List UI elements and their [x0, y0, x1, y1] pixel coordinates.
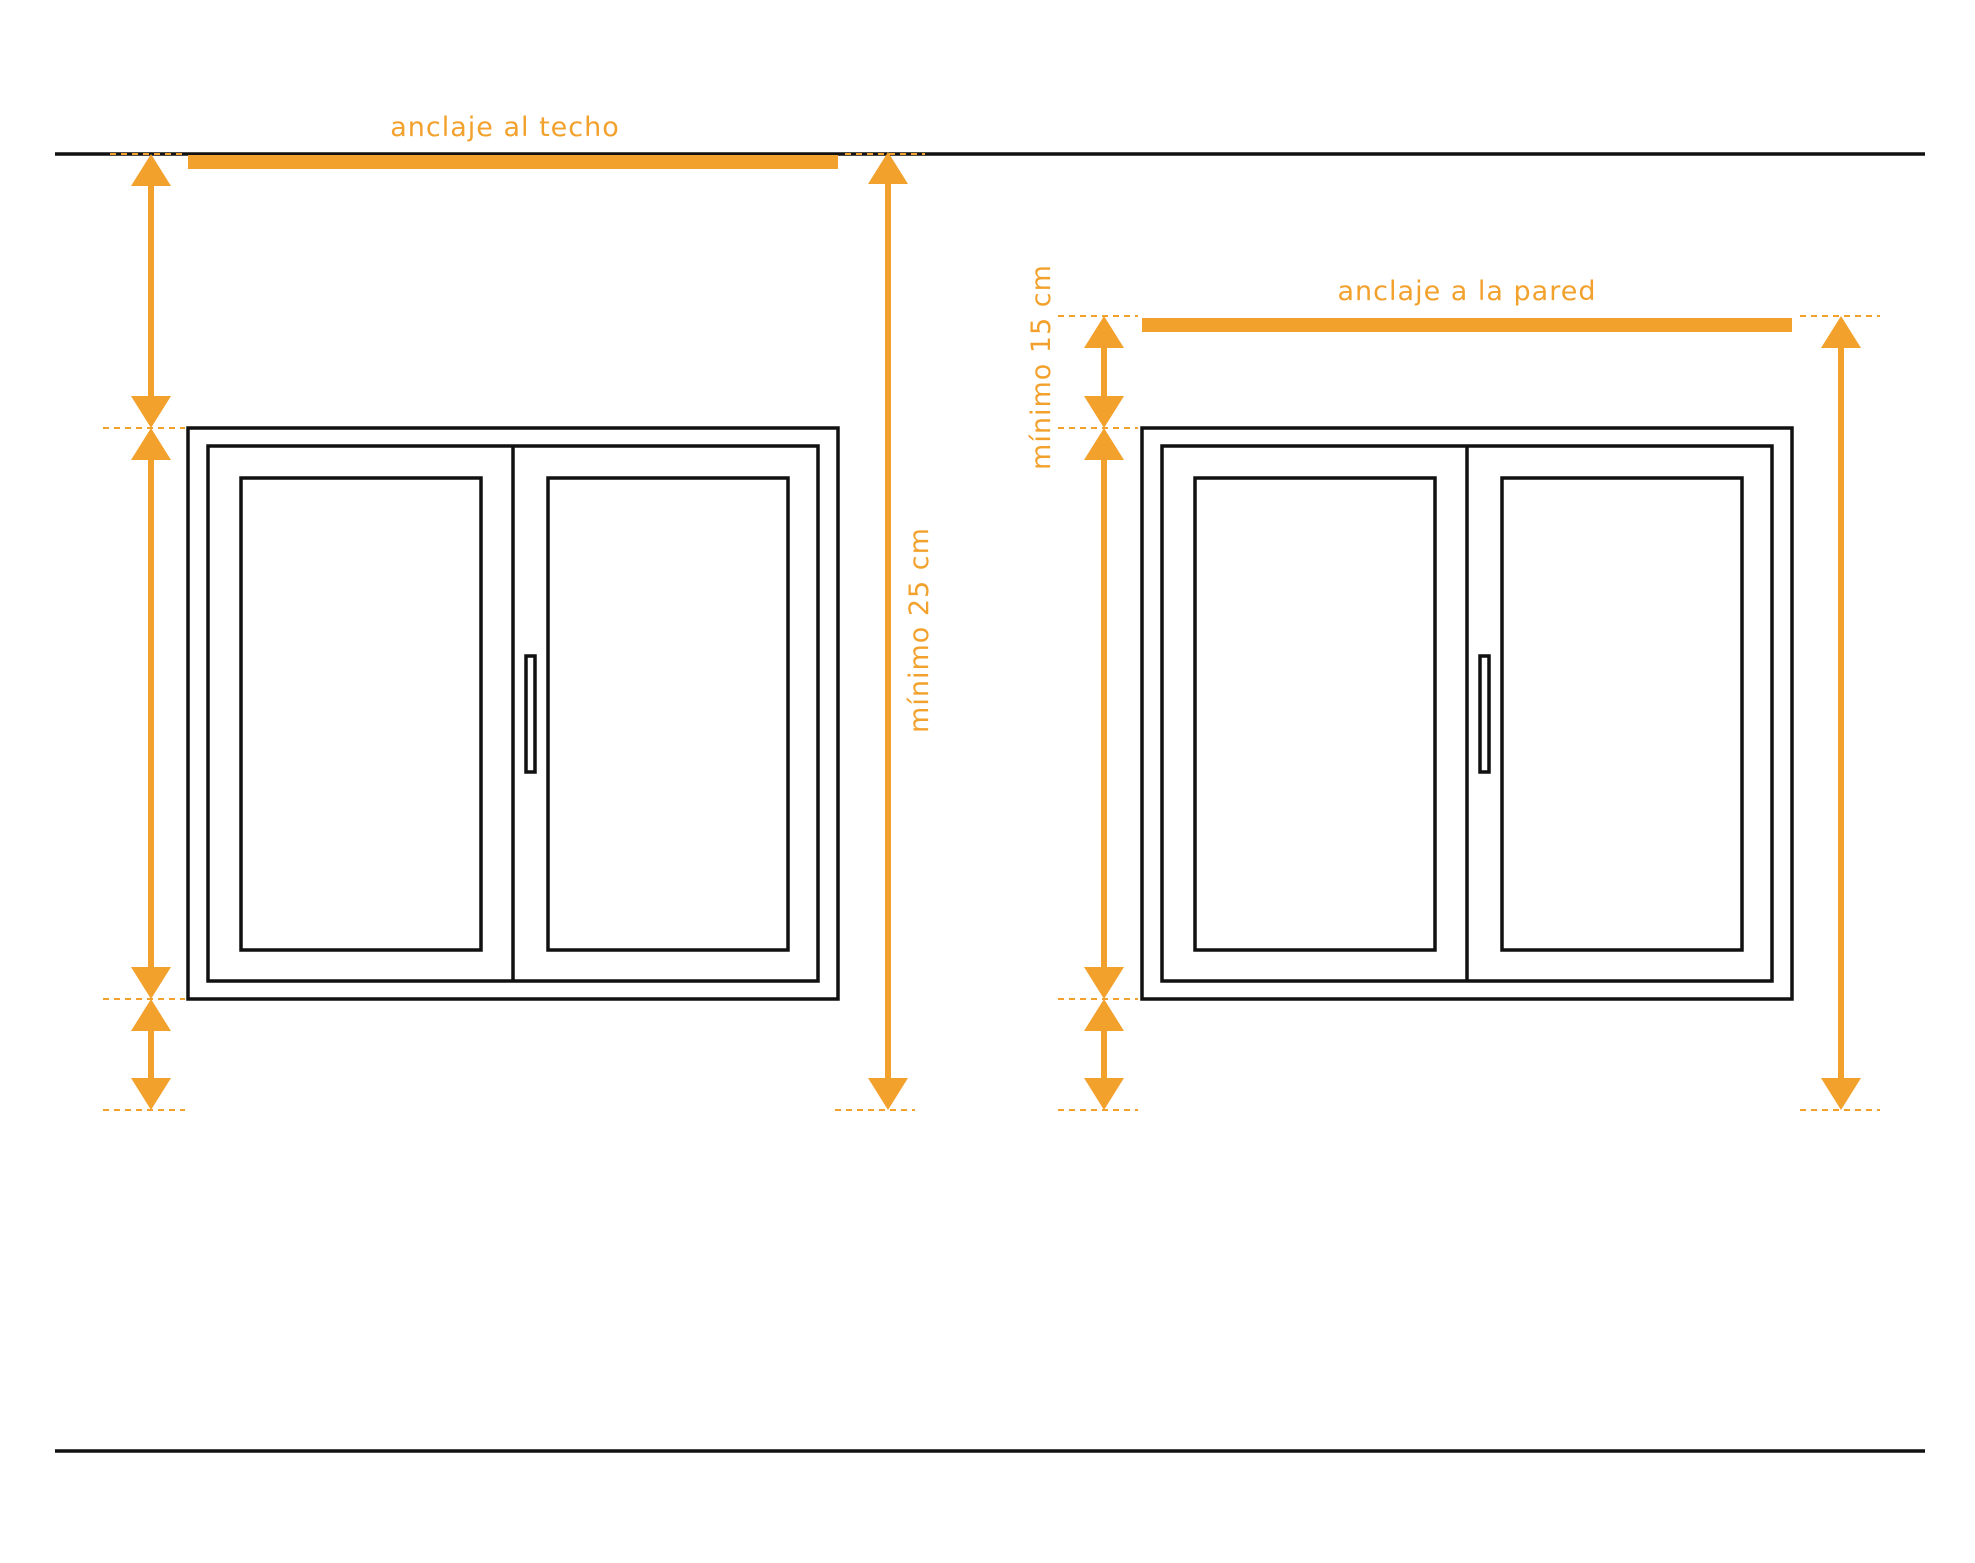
wall-anchor-diagram: anclaje a la pared mínimo 15 cm — [1026, 264, 1880, 1111]
wall-full-dimension — [1821, 316, 1861, 1110]
ceiling-anchor-label: anclaje al techo — [390, 112, 620, 143]
minimum-15cm-label: mínimo 15 cm — [1026, 264, 1057, 470]
wall-curtain-rail — [1142, 318, 1792, 332]
minimum-25cm-dimension: mínimo 25 cm — [868, 152, 935, 1110]
window-handle — [524, 654, 537, 774]
window-handle — [1478, 654, 1491, 774]
ceiling-curtain-rail — [188, 155, 838, 169]
left-dimension-chain — [131, 154, 171, 1110]
window-illustration — [1140, 426, 1794, 1001]
window-illustration — [186, 426, 840, 1001]
wall-dimension-chain: mínimo 15 cm — [1026, 264, 1124, 1110]
ceiling-anchor-diagram: anclaje al techo mínimo 25 cm — [103, 112, 935, 1111]
wall-anchor-label: anclaje a la pared — [1338, 276, 1597, 307]
minimum-25cm-label: mínimo 25 cm — [904, 527, 935, 733]
